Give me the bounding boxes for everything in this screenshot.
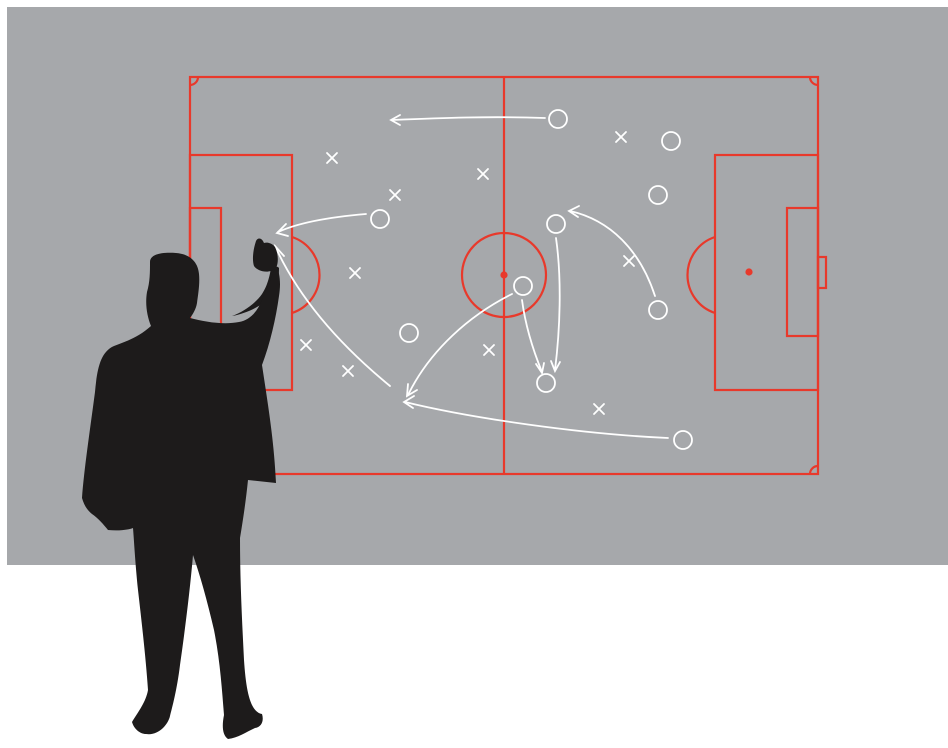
center-spot: [502, 273, 507, 278]
right-penalty-spot: [747, 270, 752, 275]
